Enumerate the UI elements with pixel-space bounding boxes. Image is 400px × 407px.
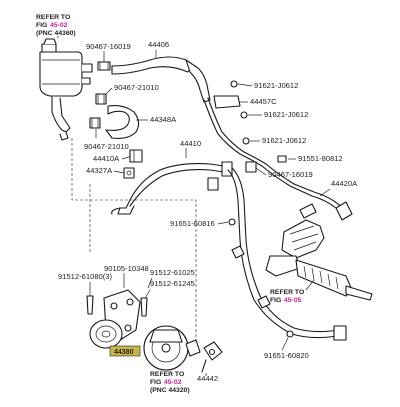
bolt-91512-61080 [86,295,94,315]
bolt-91551 [277,155,287,163]
ref-top-code[interactable]: 45-02 [50,22,68,29]
label-44410[interactable]: 44410 [180,139,201,148]
bolt-91621-c [242,137,250,145]
clamp-90467-16019-a [97,61,111,71]
hose-44348a [105,105,140,139]
bolt-91621-b [240,111,248,119]
label-90467-21010-b[interactable]: 90467-21010 [84,142,129,151]
pump-pulley [89,319,123,349]
bolt-91651-60816 [228,218,236,226]
reservoir-drawing [39,38,93,141]
ref-right[interactable]: REFER TO FIG 45-05 [270,289,304,304]
ref-top-pnc: (PNC 44360) [36,30,76,37]
ref-top[interactable]: REFER TO FIG 45-02 (PNC 44360) [36,14,76,37]
label-91651-60816[interactable]: 91651-60816 [170,219,215,228]
hose-pressure [111,207,121,215]
label-91512-61080[interactable]: 91512-61080(3) [58,272,113,281]
label-91551-80812[interactable]: 91551-80812 [298,154,343,163]
ref-top-fig: FIG [36,22,47,29]
hose-44406 [111,56,211,103]
ref-right-fig: FIG [270,297,281,304]
label-91621-j0612-c[interactable]: 91621-J0612 [262,136,306,145]
clamp-90467-21010 [95,93,107,105]
label-91512-61245[interactable]: 91512-61245 [150,279,195,288]
label-44410a[interactable]: 44410A [93,154,120,163]
badge-44380[interactable]: 44380 [109,345,141,357]
label-90467-16019-a[interactable]: 90467-16019 [86,42,131,51]
ref-top-line1: REFER TO [36,14,70,21]
label-44442[interactable]: 44442 [197,374,218,383]
label-44406[interactable]: 44406 [148,40,169,49]
part-44442 [201,341,223,373]
part-44410a [129,149,143,163]
bolt-91621-a [230,80,238,88]
label-91512-61025[interactable]: 91512-61025 [150,268,195,277]
label-91621-j0612-a[interactable]: 91621-J0612 [254,81,298,90]
label-90467-21010[interactable]: 90467-21010 [114,83,159,92]
clamp-center [207,177,219,191]
label-91651-60820[interactable]: 91651-60820 [264,351,309,360]
bolt-91512-61245 [140,297,148,317]
bolt-91651-60820 [286,330,294,338]
dashed-leaders [71,138,197,350]
bracket-44457c [213,95,241,109]
pipe-pressure-right [227,167,347,341]
ref-bottom-pnc: (PNC 44320) [150,387,190,394]
label-44327a[interactable]: 44327A [86,166,113,175]
part-44327a [123,167,135,179]
label-44420a[interactable]: 44420A [331,179,358,188]
ref-bottom-fig: FIG [150,379,161,386]
hose-clips [231,245,271,309]
label-90105-10348[interactable]: 90105-10348 [104,264,149,273]
ref-bottom-line1: REFER TO [150,371,184,378]
label-44457c[interactable]: 44457C [250,97,277,106]
label-90467-16019-b[interactable]: 90467-16019 [268,170,313,179]
ref-bottom[interactable]: REFER TO FIG 45-02 (PNC 44320) [150,371,190,394]
ref-right-line1: REFER TO [270,289,304,296]
ref-right-code[interactable]: 45-05 [284,297,302,304]
vane-pump [143,325,201,371]
label-44380: 44380 [114,349,134,356]
clamp-90467-21010-b [89,117,101,129]
label-91621-j0612-b[interactable]: 91621-J0612 [264,110,308,119]
clamp-90467-16019-b [245,161,257,173]
label-44348a[interactable]: 44348A [150,115,177,124]
ref-bottom-code[interactable]: 45-02 [164,379,182,386]
steering-gear [265,203,373,301]
